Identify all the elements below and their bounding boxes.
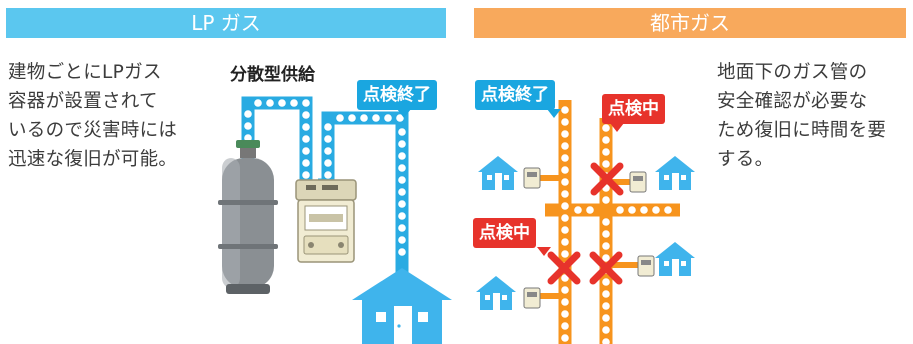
gas-meter-icon xyxy=(295,179,357,263)
lp-inspection-done-tag: 点検終了 xyxy=(357,80,437,118)
cross-mark-icon xyxy=(589,251,623,285)
cross-mark-icon xyxy=(590,162,624,196)
gas-cylinder-icon xyxy=(218,140,278,294)
house-icon xyxy=(655,156,695,190)
house-icon xyxy=(476,276,516,310)
distributed-supply-label: 分散型供給 xyxy=(230,65,315,85)
city-gas-header: 都市ガス xyxy=(474,8,906,38)
house-icon xyxy=(655,242,695,276)
gas-meter-icon xyxy=(629,171,647,193)
gas-meter-icon xyxy=(637,255,655,277)
lp-gas-header: LP ガス xyxy=(6,8,446,38)
city-inspecting-tag-2: 点検中 xyxy=(473,218,551,256)
lp-gas-description: 建物ごとにLPガス 容器が設置されて いるので災害時には 迅速な復旧が可能。 xyxy=(8,62,178,170)
city-pipe-network xyxy=(540,100,680,344)
cross-mark-icon xyxy=(547,251,581,285)
city-inspection-done-tag: 点検終了 xyxy=(475,80,561,118)
city-gas-description: 地面下のガス管の 安全確認が必要な ため復旧に時間を要 する。 xyxy=(717,62,887,170)
gas-meter-icon xyxy=(523,287,541,309)
house-icon xyxy=(478,156,518,190)
gas-meter-icon xyxy=(523,167,541,189)
city-inspecting-tag-1: 点検中 xyxy=(602,94,665,132)
house-icon xyxy=(352,268,452,344)
